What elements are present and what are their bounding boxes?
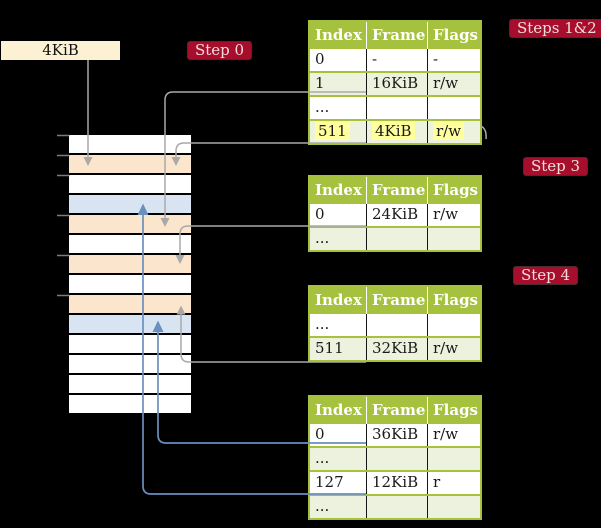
frame-size-label-box: 4KiB [1,41,120,60]
table-row: 127 12KiB r [310,470,480,494]
table-row: 0 36KiB r/w [310,424,480,446]
column-header-index: Index [315,291,362,309]
table-row: ... [310,494,480,518]
cell-flags [427,448,480,470]
highlight: r/w [433,122,465,140]
cell-flags: r/w [427,424,480,446]
table-row: 511 32KiB r/w [310,336,480,360]
memory-row-data [69,195,191,213]
cell-flags [427,314,480,336]
memory-row-free [69,395,191,413]
cell-frame: - [366,49,427,71]
column-header-frame: Frame [366,287,427,314]
highlight: 511 [315,122,350,140]
cell-frame [366,448,427,470]
cell-index: ... [315,315,330,333]
cell-frame: 4KiB [366,121,427,143]
cell-index: 127 [315,473,344,491]
page-table-step-3: Index Frame Flags 0 24KiB r/w ... [308,175,482,252]
column-header-flags: Flags [427,22,480,49]
table-row: 0 - - [310,49,480,71]
cell-index: 0 [315,50,325,68]
highlight: 4KiB [372,122,415,140]
column-header-flags: Flags [427,177,480,204]
cell-index: ... [315,229,330,247]
memory-row-free [69,275,191,293]
physical-memory-column [69,135,191,415]
memory-row-free [69,335,191,353]
page-table-leaf: Index Frame Flags 0 36KiB r/w ... 127 12… [308,395,482,520]
cell-index: 1 [315,74,325,92]
cell-flags [427,496,480,518]
badge-step-3: Step 3 [524,158,588,175]
cell-flags: r/w [427,204,480,226]
table-row: ... [310,95,480,119]
cell-frame [366,228,427,250]
cell-flags: - [427,49,480,71]
memory-row-free [69,175,191,193]
memory-row-free [69,135,191,153]
cell-frame: 36KiB [366,424,427,446]
column-header-index: Index [315,401,362,419]
table-row-highlighted: 511 4KiB r/w [310,119,480,143]
column-header-flags: Flags [427,397,480,424]
cell-flags: r/w [427,73,480,95]
table-row: ... [310,446,480,470]
cell-flags [427,97,480,119]
page-table-step-4: Index Frame Flags ... 511 32KiB r/w [308,285,482,362]
badge-step-4: Step 4 [514,267,578,284]
cell-index: ... [315,98,330,116]
cell-index: ... [315,449,330,467]
cell-index: 0 [315,205,325,223]
cell-frame: 32KiB [366,338,427,360]
memory-row-free [69,355,191,373]
cell-index: 0 [315,425,325,443]
cell-flags: r/w [427,338,480,360]
table-header-row: Index Frame Flags [310,177,480,204]
table-header-row: Index Frame Flags [310,22,480,49]
column-header-flags: Flags [427,287,480,314]
memory-row-pagetable [69,295,191,313]
column-header-frame: Frame [366,397,427,424]
table-row: 1 16KiB r/w [310,71,480,95]
memory-row-free [69,235,191,253]
cell-index: 511 [315,339,344,357]
page-table-level-top: Index Frame Flags 0 - - 1 16KiB r/w ... … [308,20,482,145]
cell-flags: r/w [427,121,480,143]
cell-index: 511 [310,121,366,143]
cell-flags: r [427,472,480,494]
memory-row-free [69,375,191,393]
table-row: ... [310,226,480,250]
cell-flags [427,228,480,250]
table-header-row: Index Frame Flags [310,397,480,424]
cell-frame [366,97,427,119]
arrow-entry511-to-4kib [175,142,366,157]
memory-row-pagetable [69,155,191,173]
cell-frame: 24KiB [366,204,427,226]
table-header-row: Index Frame Flags [310,287,480,314]
cell-index: ... [315,497,330,515]
cell-frame [366,496,427,518]
cell-frame: 12KiB [366,472,427,494]
column-header-frame: Frame [366,177,427,204]
column-header-frame: Frame [366,22,427,49]
column-header-index: Index [315,26,362,44]
table-row: 0 24KiB r/w [310,204,480,226]
memory-row-pagetable [69,255,191,273]
table-row: ... [310,314,480,336]
memory-row-data [69,315,191,333]
memory-row-pagetable [69,215,191,233]
column-header-index: Index [315,181,362,199]
cell-frame [366,314,427,336]
badge-steps-1-2: Steps 1&2 [510,20,601,37]
cell-frame: 16KiB [366,73,427,95]
badge-step-0: Step 0 [188,42,252,59]
